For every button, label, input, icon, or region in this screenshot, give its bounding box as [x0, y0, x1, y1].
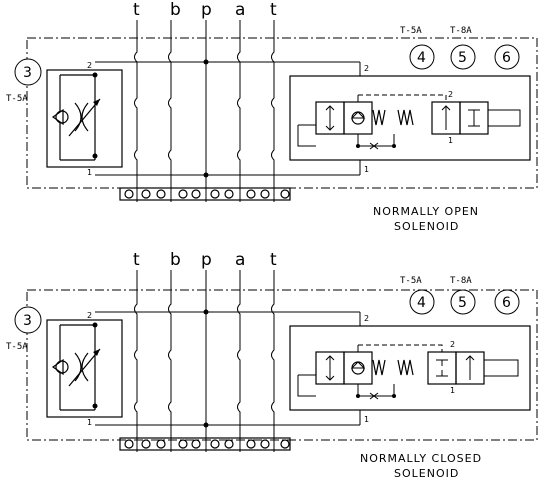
- callout-circle-6: [494, 289, 520, 315]
- callout-circle-4: [409, 289, 435, 315]
- callout-number-4: 4: [417, 295, 426, 311]
- callout-ref-t5a: T-5A: [6, 94, 28, 104]
- callout-number-4: 4: [417, 50, 426, 66]
- solenoid-valve-symbol: [297, 344, 519, 400]
- callout-ref-t5a: T-5A: [6, 342, 28, 352]
- port-label-a: a: [235, 0, 245, 20]
- caption-line-1: NORMALLY OPEN: [373, 205, 479, 218]
- flow-control-valve-symbol: [51, 72, 101, 161]
- port-label-a: a: [235, 250, 245, 270]
- callout-number-3: 3: [23, 313, 32, 329]
- right-pin-2: 2: [364, 314, 369, 323]
- label-t8a: T-8A: [450, 26, 472, 36]
- solenoid-valve-housing: [289, 325, 531, 411]
- solenoid-valve-symbol: [297, 94, 521, 150]
- left-pin-2: 2: [87, 311, 92, 320]
- bolt-row: [119, 437, 291, 451]
- solenoid-valve-housing: [289, 75, 531, 161]
- port-label-b: b: [170, 0, 181, 20]
- bolt-row: [119, 187, 291, 201]
- manifold-boundary: [26, 289, 538, 441]
- left-pin-1: 1: [87, 168, 92, 177]
- port-label-t: t: [270, 0, 277, 20]
- valve-pin-2: 2: [448, 90, 453, 99]
- label-t5a: T-5A: [400, 26, 422, 36]
- callout-number-6: 6: [502, 295, 511, 311]
- callout-circle-4: [409, 44, 435, 70]
- right-pin-1: 1: [364, 415, 369, 424]
- flow-control-valve-symbol: [51, 322, 101, 411]
- port-label-p: p: [201, 250, 212, 270]
- callout-circle-6: [494, 44, 520, 70]
- label-t8a: T-8A: [450, 276, 472, 286]
- left-pin-2: 2: [87, 61, 92, 70]
- caption-line-2: SOLENOID: [394, 467, 459, 480]
- caption-line-2: SOLENOID: [394, 220, 459, 233]
- port-label-t: t: [133, 250, 140, 270]
- right-pin-1: 1: [364, 165, 369, 174]
- port-label-t: t: [133, 0, 140, 20]
- left-pin-1: 1: [87, 418, 92, 427]
- callout-circle-5: [450, 44, 476, 70]
- port-label-p: p: [201, 0, 212, 20]
- callout-circle-3: [14, 58, 42, 86]
- flow-control-housing: [46, 69, 123, 168]
- callout-number-5: 5: [458, 50, 467, 66]
- callout-circle-5: [450, 289, 476, 315]
- port-lines: [134, 20, 275, 202]
- callout-number-6: 6: [502, 50, 511, 66]
- label-t5a: T-5A: [400, 276, 422, 286]
- valve-pin-2: 2: [450, 340, 455, 349]
- callout-circle-3: [14, 306, 42, 334]
- callout-number-5: 5: [458, 295, 467, 311]
- right-pin-2: 2: [364, 64, 369, 73]
- port-label-t: t: [270, 250, 277, 270]
- valve-pin-1: 1: [450, 386, 455, 395]
- callout-number-3: 3: [23, 65, 32, 81]
- diagram-normally-closed: t b p a t 3 T-5A: [6, 250, 538, 480]
- port-label-b: b: [170, 250, 181, 270]
- diagram-normally-open: t b p a t 3 T-5A: [6, 0, 538, 233]
- flow-control-housing: [46, 319, 123, 418]
- caption-line-1: NORMALLY CLOSED: [360, 452, 482, 465]
- valve-pin-1: 1: [448, 136, 453, 145]
